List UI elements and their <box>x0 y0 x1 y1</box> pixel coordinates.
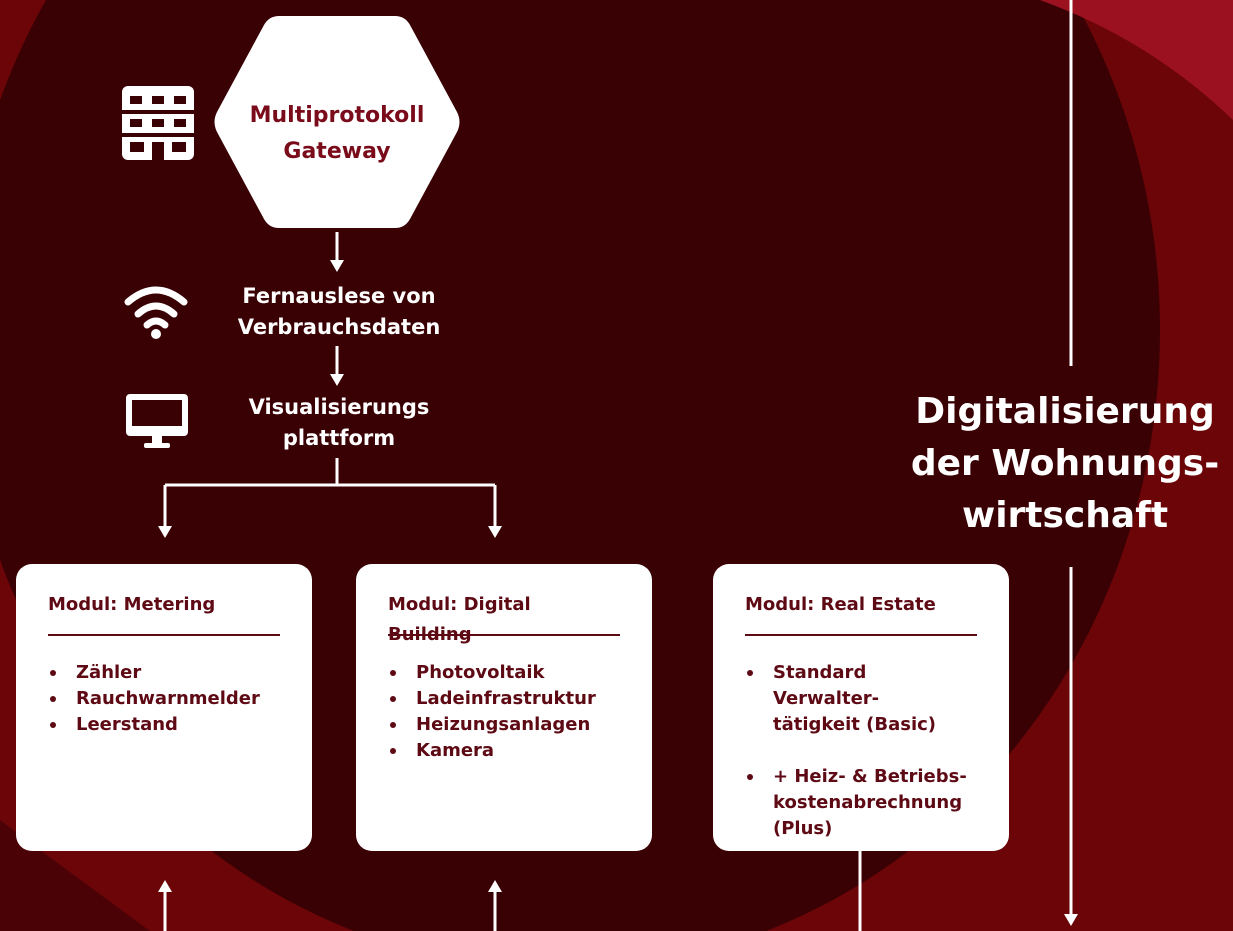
headline: Digitalisierung der Wohnungs- wirtschaft <box>905 386 1225 542</box>
gateway-label-line1: Multiprotokoll <box>249 103 425 128</box>
headline-line1: Digitalisierung <box>915 391 1215 432</box>
list-item: Heizungsanlagen <box>388 712 620 738</box>
module-title: Modul: Digital Building <box>388 594 531 645</box>
list-item: Leerstand <box>48 712 280 738</box>
list-item: Zähler <box>48 660 280 686</box>
divider <box>745 634 977 636</box>
module-list: Standard Verwalter- tätigkeit (Basic) + … <box>745 660 977 842</box>
building-icon <box>122 86 194 160</box>
list-item: Photovoltaik <box>388 660 620 686</box>
list-item-line: Standard Verwalter- <box>773 662 880 709</box>
step-visualisierung: Visualisierungs plattform <box>215 392 463 454</box>
list-item: Rauchwarnmelder <box>48 686 280 712</box>
module-title: Modul: Metering <box>48 594 216 615</box>
step-fernauslese-line2: Verbrauchsdaten <box>237 315 441 339</box>
list-item: Kamera <box>388 738 620 764</box>
step-visualisierung-line2: plattform <box>282 426 396 450</box>
module-card-digital-building: Modul: Digital Building Photovoltaik Lad… <box>356 564 652 851</box>
list-item: + Heiz- & Betriebs- kostenabrechnung (Pl… <box>745 764 977 842</box>
list-item-line: + Heiz- & Betriebs- <box>773 766 967 787</box>
list-item-line: tätigkeit (Basic) <box>773 714 937 735</box>
headline-line2: der Wohnungs- <box>910 443 1220 484</box>
divider <box>388 634 620 636</box>
headline-line3: wirtschaft <box>961 495 1169 536</box>
list-item-line: (Plus) <box>773 818 833 839</box>
gateway-hexagon <box>214 16 460 228</box>
module-card-real-estate: Modul: Real Estate Standard Verwalter- t… <box>713 564 1009 851</box>
module-list: Photovoltaik Ladeinfrastruktur Heizungsa… <box>388 660 620 764</box>
divider <box>48 634 280 636</box>
list-item: Ladeinfrastruktur <box>388 686 620 712</box>
module-title: Modul: Real Estate <box>745 594 936 615</box>
list-item-line: kostenabrechnung <box>773 792 963 813</box>
step-visualisierung-line1: Visualisierungs <box>248 395 430 419</box>
list-item: Standard Verwalter- tätigkeit (Basic) <box>745 660 977 738</box>
step-fernauslese-line1: Fernauslese von <box>242 284 436 308</box>
module-list: Zähler Rauchwarnmelder Leerstand <box>48 660 280 738</box>
gateway-label: Multiprotokoll Gateway <box>213 98 461 170</box>
gateway-label-line2: Gateway <box>283 139 391 164</box>
wifi-icon <box>124 286 188 339</box>
monitor-icon <box>126 394 188 448</box>
module-card-metering: Modul: Metering Zähler Rauchwarnmelder L… <box>16 564 312 851</box>
step-fernauslese: Fernauslese von Verbrauchsdaten <box>215 281 463 343</box>
